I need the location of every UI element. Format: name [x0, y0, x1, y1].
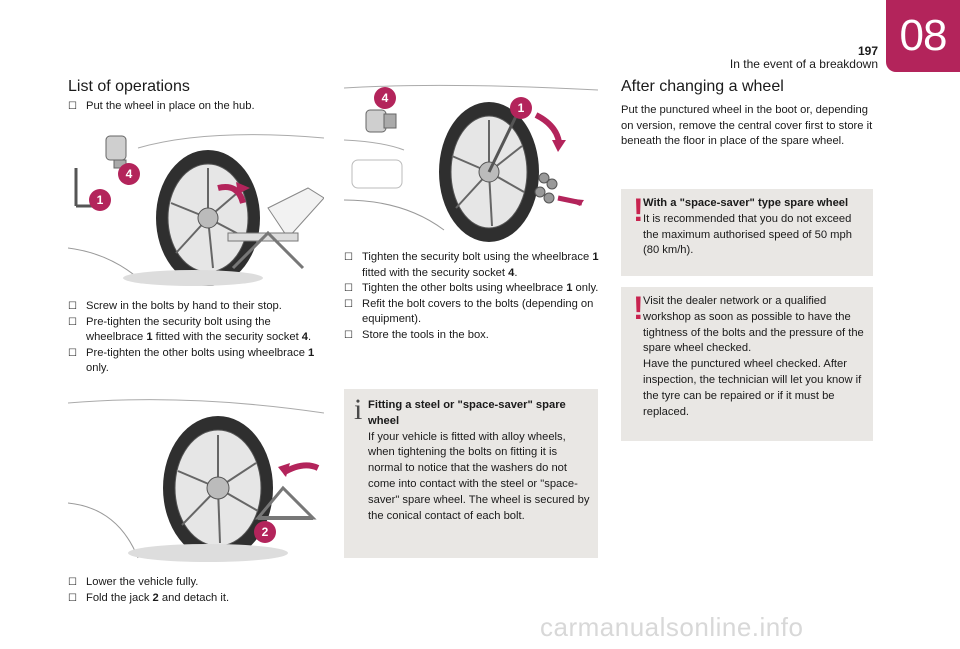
watermark: carmanualsonline.info: [540, 612, 804, 642]
page-number: 197: [857, 44, 878, 58]
step-list-pretighten: ☐Screw in the bolts by hand to their sto…: [68, 299, 330, 377]
list-item: ☐Store the tools in the box.: [344, 328, 602, 344]
list-item: ☐Pre-tighten the other bolts using wheel…: [68, 346, 315, 375]
checkbox-icon: ☐: [344, 329, 353, 341]
step-list-put: ☐Put the wheel in place on the hub.: [68, 99, 328, 115]
checkbox-icon: ☐: [68, 101, 77, 112]
warning-box-body: Have the punctured wheel checked. After …: [643, 358, 862, 418]
checkbox-icon: ☐: [68, 301, 77, 312]
list-item: ☐Fold the jack 2 and detach it.: [68, 591, 330, 607]
after-changing-heading: After changing a wheel: [621, 78, 784, 95]
callout-jack-badge: 2: [254, 521, 276, 543]
checkbox-icon: ☐: [344, 283, 353, 294]
list-item: ☐Lower the vehicle fully.: [68, 575, 330, 591]
callout-socket-badge: 4: [118, 163, 140, 185]
list-item: ☐Screw in the bolts by hand to their sto…: [68, 299, 330, 315]
illustration-lower-vehicle: [68, 393, 324, 568]
chapter-tab: 08: [886, 0, 960, 72]
warning-box-body: Visit the dealer network or a qualified …: [643, 295, 864, 355]
list-item: ☐Tighten the security bolt using the whe…: [344, 251, 599, 279]
callout-wheelbrace-badge: 1: [510, 97, 532, 119]
list-item: ☐Tighten the other bolts using wheelbrac…: [344, 281, 602, 297]
warning-box-body: It is recommended that you do not exceed…: [643, 212, 852, 257]
after-changing-body: Put the punctured wheel in the boot or, …: [621, 104, 873, 148]
info-icon: i: [354, 393, 363, 426]
checkbox-icon: ☐: [68, 347, 77, 359]
checkbox-icon: ☐: [344, 252, 353, 263]
info-box-spare-wheel: i Fitting a steel or "space-saver" spare…: [344, 389, 598, 558]
warning-box-title: With a "space-saver" type spare wheel: [643, 197, 849, 209]
section-title: In the event of a breakdown: [729, 57, 878, 71]
list-item: ☐Refit the bolt covers to the bolts (dep…: [344, 297, 594, 326]
callout-socket-badge: 4: [374, 87, 396, 109]
checkbox-icon: ☐: [68, 592, 77, 604]
list-of-operations-heading: List of operations: [68, 78, 190, 95]
exclamation-icon: !: [633, 192, 644, 228]
exclamation-icon: !: [633, 290, 644, 326]
step-list-lower: ☐Lower the vehicle fully. ☐Fold the jack…: [68, 575, 330, 606]
checkbox-icon: ☐: [68, 577, 77, 588]
checkbox-icon: ☐: [344, 298, 353, 310]
info-box-body: If your vehicle is fitted with alloy whe…: [368, 430, 590, 522]
step-list-tighten: ☐Tighten the security bolt using the whe…: [344, 250, 602, 343]
list-item: ☐Put the wheel in place on the hub.: [68, 99, 328, 115]
info-box-title: Fitting a steel or "space-saver" spare w…: [368, 399, 566, 427]
list-item: ☐Pre-tighten the security bolt using the…: [68, 315, 312, 344]
illustration-pretighten: [68, 128, 324, 290]
warning-box-dealer: ! Visit the dealer network or a qualifie…: [621, 287, 873, 441]
callout-wheelbrace-badge: 1: [89, 189, 111, 211]
warning-box-space-saver: ! With a "space-saver" type spare wheel …: [621, 189, 873, 276]
checkbox-icon: ☐: [68, 316, 77, 328]
